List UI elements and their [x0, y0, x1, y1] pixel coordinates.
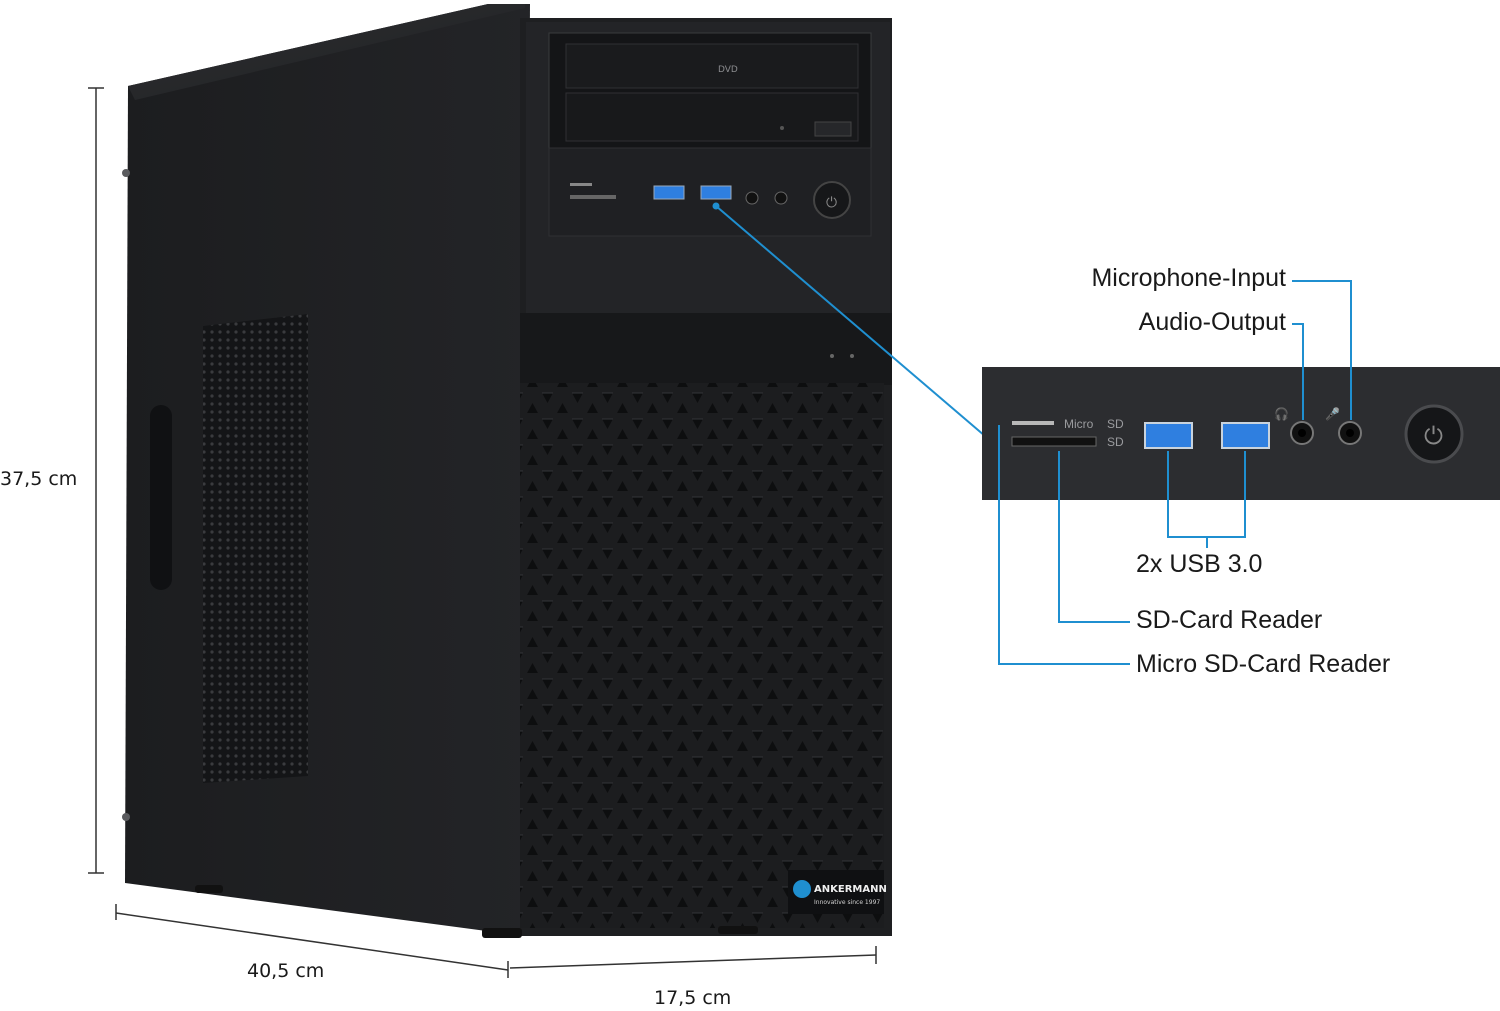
- height-dimension-line: [88, 87, 104, 874]
- sd-label-bottom: SD: [1107, 435, 1124, 449]
- zoom-connector-line: [712, 202, 986, 437]
- drive-led-icon: [780, 126, 784, 130]
- front-io-small: ⏻: [548, 147, 872, 237]
- headphone-jack[interactable]: [745, 191, 759, 205]
- depth-label: 40,5 cm: [247, 960, 325, 982]
- dvd-logo: DVD: [718, 65, 738, 75]
- microphone-input-label: Microphone-Input: [1091, 264, 1286, 292]
- sd-reader-leader: [1058, 451, 1130, 623]
- usb-port[interactable]: [653, 185, 685, 200]
- case-top: [128, 4, 525, 100]
- status-led-icon: [830, 354, 834, 358]
- eject-button[interactable]: [814, 121, 852, 137]
- dvd-drive: DVD: [548, 32, 872, 152]
- usb-label: 2x USB 3.0: [1136, 550, 1263, 578]
- brand-logo: ANKERMANN Innovative since 1997: [788, 870, 887, 914]
- microphone-icon: 🎤: [1325, 406, 1340, 421]
- height-label: 37,5 cm: [0, 468, 78, 490]
- side-panel-handle: [150, 405, 172, 590]
- sd-card-slot[interactable]: [1011, 436, 1097, 447]
- status-led-icon: [850, 354, 854, 358]
- case-foot: [482, 928, 522, 938]
- sd-card-reader-label: SD-Card Reader: [1136, 606, 1323, 634]
- zoomed-power-button[interactable]: [1404, 404, 1464, 464]
- zoomed-front-panel: Micro SD SD 🎧 🎤 ⏻: [982, 367, 1500, 500]
- width-label: 17,5 cm: [654, 987, 732, 1009]
- micro-sd-card-reader-label: Micro SD-Card Reader: [1136, 650, 1391, 678]
- width-dimension-line: [509, 946, 877, 969]
- micro-sd-slot[interactable]: [570, 183, 592, 186]
- case-side-panel: [125, 4, 530, 936]
- micro-label: Micro: [1064, 417, 1094, 431]
- mic-input-leader: [1292, 280, 1352, 420]
- audio-output-label: Audio-Output: [1138, 308, 1286, 336]
- callout-lines: [998, 280, 1352, 665]
- side-vent-mesh: [203, 314, 308, 783]
- pc-case: DVD ⏻ ANKERMANN Innovative since 1: [122, 4, 892, 938]
- audio-output-leader: [1292, 323, 1304, 420]
- front-brushed-band: [520, 313, 892, 385]
- brand-tagline: Innovative since 1997: [814, 899, 880, 906]
- microphone-jack[interactable]: [774, 191, 788, 205]
- brand-name: ANKERMANN: [814, 884, 887, 895]
- power-icon: ⏻: [1424, 422, 1443, 450]
- micro-sd-reader-leader: [998, 425, 1130, 665]
- usb-port-2[interactable]: [1221, 422, 1270, 449]
- front-triangle-mesh: [520, 383, 884, 928]
- power-button[interactable]: [813, 181, 851, 219]
- depth-dimension-line: [115, 904, 509, 978]
- case-foot: [718, 926, 758, 934]
- screw-icon: [122, 813, 130, 821]
- usb-port-1[interactable]: [1144, 422, 1193, 449]
- headphone-icon: 🎧: [1274, 407, 1289, 421]
- usb-port[interactable]: [700, 185, 732, 200]
- sd-label-top: SD: [1107, 417, 1124, 431]
- sd-slot[interactable]: [570, 195, 616, 199]
- case-foot: [195, 885, 223, 893]
- screw-icon: [122, 169, 130, 177]
- power-icon: ⏻: [826, 195, 837, 211]
